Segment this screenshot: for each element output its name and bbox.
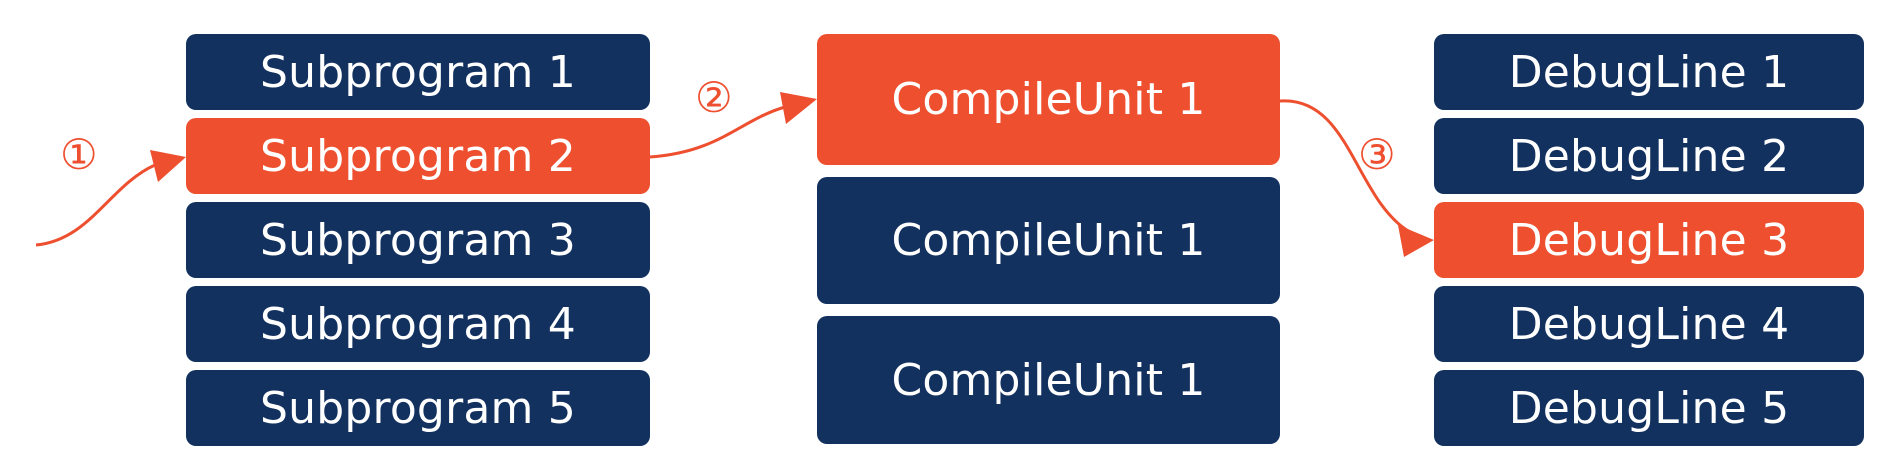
arrow-step-2 (649, 105, 786, 159)
step-label-2: ② (695, 73, 733, 122)
debug-line-4: DebugLine 4 (1434, 286, 1864, 362)
arrowhead-step-2 (780, 92, 817, 124)
step-label-3: ③ (1358, 130, 1396, 179)
arrowhead-step-1 (150, 150, 186, 182)
compile-unit-1: CompileUnit 1 (817, 34, 1280, 165)
subprogram-1: Subprogram 1 (186, 34, 650, 110)
arrow-step-3 (1279, 99, 1411, 234)
arrowhead-step-3 (1398, 225, 1434, 257)
subprogram-5: Subprogram 5 (186, 370, 650, 446)
subprogram-4: Subprogram 4 (186, 286, 650, 362)
subprogram-3: Subprogram 3 (186, 202, 650, 278)
compile-unit-3: CompileUnit 1 (817, 316, 1280, 444)
debug-line-2: DebugLine 2 (1434, 118, 1864, 194)
debug-line-1: DebugLine 1 (1434, 34, 1864, 110)
arrow-step-1 (35, 163, 156, 247)
debug-line-5: DebugLine 5 (1434, 370, 1864, 446)
compile-unit-2: CompileUnit 1 (817, 177, 1280, 304)
debug-line-3: DebugLine 3 (1434, 202, 1864, 278)
step-label-1: ① (60, 130, 98, 179)
subprogram-2: Subprogram 2 (186, 118, 650, 194)
